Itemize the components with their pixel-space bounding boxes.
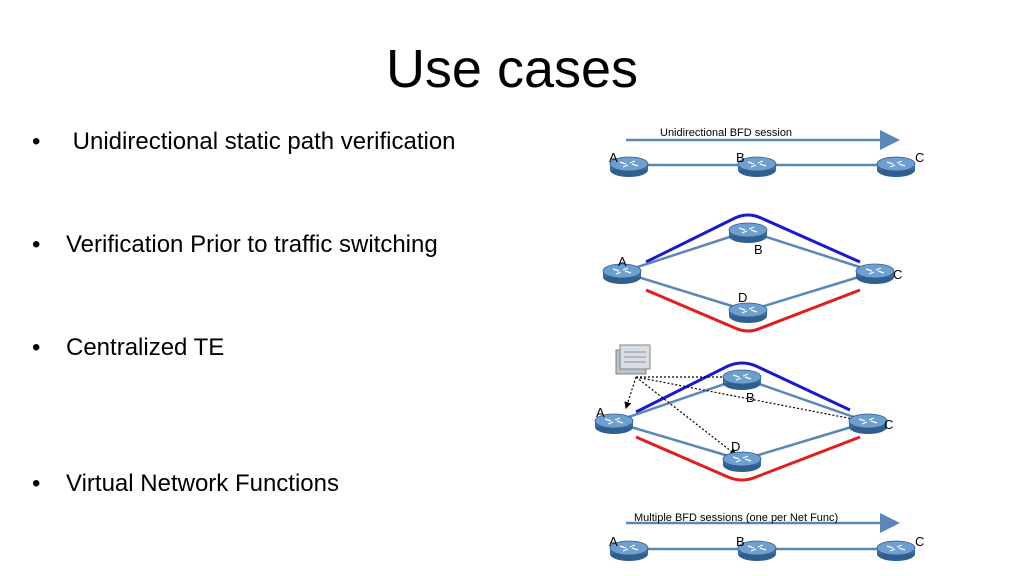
router-icon <box>722 451 762 473</box>
diagram4-caption: Multiple BFD sessions (one per Net Func) <box>634 512 838 524</box>
bullet-text: Centralized TE <box>66 334 225 361</box>
bullet-item: • Centralized TE <box>32 334 224 362</box>
diagram-centralized-te: A B C D <box>594 344 893 482</box>
node-label-d: D <box>738 290 747 305</box>
control-line <box>624 376 637 410</box>
node-label-a: A <box>618 254 627 269</box>
link-line <box>747 270 876 313</box>
upper-path <box>635 361 851 414</box>
link-line <box>741 420 869 462</box>
diagram1-caption: Unidirectional BFD session <box>660 127 792 139</box>
bullet-text: Unidirectional static path verification <box>66 128 456 155</box>
diagram-verification: A B C D <box>602 213 902 333</box>
node-label-a: A <box>609 150 618 165</box>
bullet-marker: • <box>32 128 41 155</box>
control-line <box>635 376 860 423</box>
bullet-item: • Virtual Network Functions <box>32 470 339 498</box>
node-label-b: B <box>736 534 745 549</box>
node-label-c: C <box>915 534 924 549</box>
link-line <box>747 229 876 274</box>
link-line <box>741 376 869 424</box>
router-icon <box>876 156 916 178</box>
bullet-item: • Unidirectional static path verificatio… <box>32 128 456 156</box>
node-label-c: C <box>893 267 902 282</box>
server-icon <box>615 344 651 375</box>
link-line <box>621 270 749 313</box>
diagram-vnf: Multiple BFD sessions (one per Net Func)… <box>609 512 924 562</box>
slide-title: Use cases <box>385 39 639 99</box>
diagram-unidirectional: Unidirectional BFD session A B C <box>609 127 924 178</box>
router-icon <box>722 369 762 391</box>
node-label-b: B <box>736 150 745 165</box>
bullet-marker: • <box>32 231 41 258</box>
bullet-marker: • <box>32 470 41 497</box>
link-line <box>613 376 743 424</box>
upper-path <box>645 213 861 264</box>
router-icon <box>848 413 888 435</box>
router-icon <box>855 263 895 285</box>
bullet-marker: • <box>32 334 41 361</box>
bullet-text: Virtual Network Functions <box>66 470 339 497</box>
bullet-text: Verification Prior to traffic switching <box>66 231 438 258</box>
node-label-d: D <box>731 439 740 454</box>
router-icon <box>876 540 916 562</box>
router-icon <box>728 222 768 244</box>
node-label-b: B <box>746 390 755 405</box>
node-label-b: B <box>754 242 763 257</box>
node-label-a: A <box>609 534 618 549</box>
node-label-c: C <box>884 417 893 432</box>
control-line <box>635 376 737 456</box>
lower-path <box>645 288 861 333</box>
node-label-a: A <box>596 405 605 420</box>
node-label-c: C <box>915 150 924 165</box>
link-line <box>621 229 749 274</box>
lower-path <box>635 435 861 482</box>
bullet-item: • Verification Prior to traffic switching <box>32 231 438 259</box>
router-icon <box>728 302 768 324</box>
link-line <box>613 420 743 462</box>
